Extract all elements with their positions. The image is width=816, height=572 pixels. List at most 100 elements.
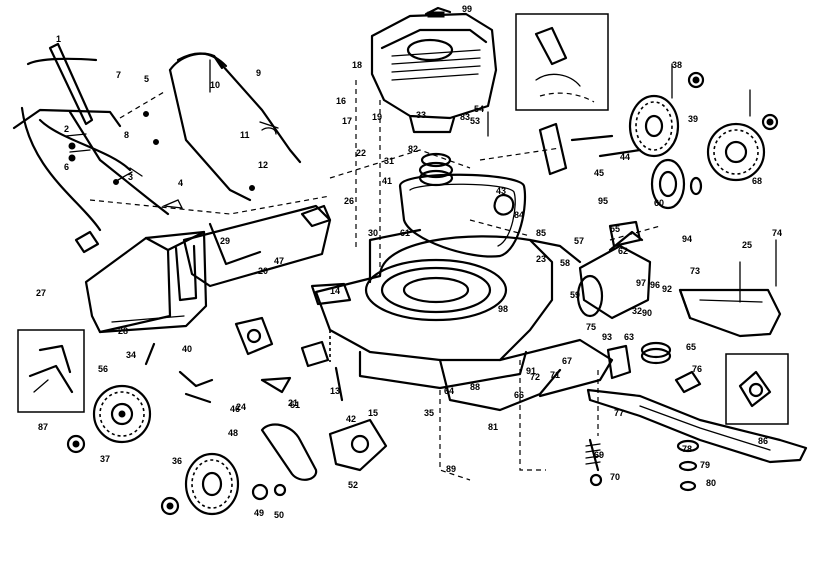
callout-number: 11 xyxy=(240,130,250,140)
callout-number: 35 xyxy=(424,408,434,418)
callout-number: 78 xyxy=(682,444,692,454)
callout-number: 80 xyxy=(706,478,716,488)
callout-number: 26 xyxy=(344,196,354,206)
callout-number: 55 xyxy=(610,224,620,234)
inset-detail-right xyxy=(725,353,789,425)
callout-number: 13 xyxy=(330,386,340,396)
engine xyxy=(370,6,498,134)
callout-number: 29 xyxy=(220,236,230,246)
callout-number: 53 xyxy=(470,116,480,126)
rear-left-wheel xyxy=(92,384,152,444)
callout-number: 23 xyxy=(536,254,546,264)
callout-number: 5 xyxy=(144,74,149,84)
callout-number: 87 xyxy=(38,422,48,432)
inset-detail-top xyxy=(515,13,609,111)
callout-number: 64 xyxy=(444,386,454,396)
callout-number: 68 xyxy=(752,176,762,186)
callout-number: 38 xyxy=(672,60,682,70)
callout-number: 57 xyxy=(574,236,584,246)
hubcaps xyxy=(66,71,779,516)
callout-number: 4 xyxy=(178,178,183,188)
callout-number: 66 xyxy=(514,390,524,400)
rear-baffle xyxy=(182,204,332,288)
callout-number: 20 xyxy=(258,266,268,276)
callout-number: 17 xyxy=(342,116,352,126)
callout-number: 56 xyxy=(98,364,108,374)
callout-number: 94 xyxy=(682,234,692,244)
grass-catcher-bag xyxy=(84,230,208,334)
callout-number: 83 xyxy=(460,112,470,122)
callout-number: 92 xyxy=(662,284,672,294)
callout-labels: 1234567891011121314151617181920212223242… xyxy=(36,4,782,520)
callout-number: 76 xyxy=(692,364,702,374)
lower-handle-assembly xyxy=(12,42,170,232)
callout-number: 42 xyxy=(346,414,356,424)
callout-number: 96 xyxy=(650,280,660,290)
callout-number: 52 xyxy=(348,480,358,490)
callout-number: 6 xyxy=(64,162,69,172)
callout-number: 46 xyxy=(230,404,240,414)
callout-number: 10 xyxy=(210,80,220,90)
callout-number: 71 xyxy=(550,370,560,380)
handle-hardware xyxy=(68,111,277,254)
callout-number: 74 xyxy=(772,228,782,238)
leader-lines xyxy=(89,80,661,481)
callout-number: 61 xyxy=(400,228,410,238)
callout-number: 73 xyxy=(690,266,700,276)
callout-number: 90 xyxy=(642,308,652,318)
callout-number: 16 xyxy=(336,96,346,106)
callout-number: 50 xyxy=(274,510,284,520)
callout-number: 69 xyxy=(594,450,604,460)
callout-number: 49 xyxy=(254,508,264,518)
callout-number: 12 xyxy=(258,160,268,170)
callout-number: 48 xyxy=(228,428,238,438)
callout-number: 63 xyxy=(624,332,634,342)
callout-number: 88 xyxy=(470,382,480,392)
drive-belt xyxy=(398,152,527,258)
callout-number: 28 xyxy=(118,326,128,336)
callout-number: 19 xyxy=(372,112,382,122)
front-right-wheel xyxy=(706,122,766,182)
callout-number: 65 xyxy=(686,342,696,352)
callout-number: 41 xyxy=(382,176,392,186)
callout-number: 22 xyxy=(356,148,366,158)
callout-number: 2 xyxy=(64,124,69,134)
left-drive-belt xyxy=(260,418,388,481)
callout-number: 34 xyxy=(126,350,136,360)
callout-number: 60 xyxy=(654,198,664,208)
callout-number: 59 xyxy=(570,290,580,300)
callout-number: 37 xyxy=(100,454,110,464)
callout-number: 18 xyxy=(352,60,362,70)
drive-pulley-right xyxy=(650,158,703,210)
callout-number: 54 xyxy=(474,104,484,114)
callout-number: 85 xyxy=(536,228,546,238)
callout-number: 77 xyxy=(614,408,624,418)
front-left-wheel xyxy=(184,452,240,516)
callout-number: 1 xyxy=(56,34,61,44)
callout-number: 70 xyxy=(610,472,620,482)
callout-number: 67 xyxy=(562,356,572,366)
callout-number: 3 xyxy=(128,172,133,182)
callout-number: 43 xyxy=(496,186,506,196)
callout-number: 62 xyxy=(618,246,628,256)
callout-number: 36 xyxy=(172,456,182,466)
right-hardware xyxy=(487,63,777,303)
upper-handle-assembly xyxy=(168,52,302,202)
callout-number: 72 xyxy=(530,372,540,382)
callout-number: 32 xyxy=(632,306,642,316)
callout-number: 89 xyxy=(446,464,456,474)
gear-parts-left xyxy=(144,316,274,404)
callout-number: 7 xyxy=(116,70,121,80)
callout-number: 86 xyxy=(758,436,768,446)
callout-number: 75 xyxy=(586,322,596,332)
callout-number: 81 xyxy=(488,422,498,432)
callout-number: 8 xyxy=(124,130,129,140)
callout-number: 27 xyxy=(36,288,46,298)
mower-deck xyxy=(310,228,614,412)
callout-number: 9 xyxy=(256,68,261,78)
callout-number: 99 xyxy=(462,4,472,14)
callout-number: 58 xyxy=(560,258,570,268)
rear-right-wheel xyxy=(628,94,680,158)
callout-number: 15 xyxy=(368,408,378,418)
